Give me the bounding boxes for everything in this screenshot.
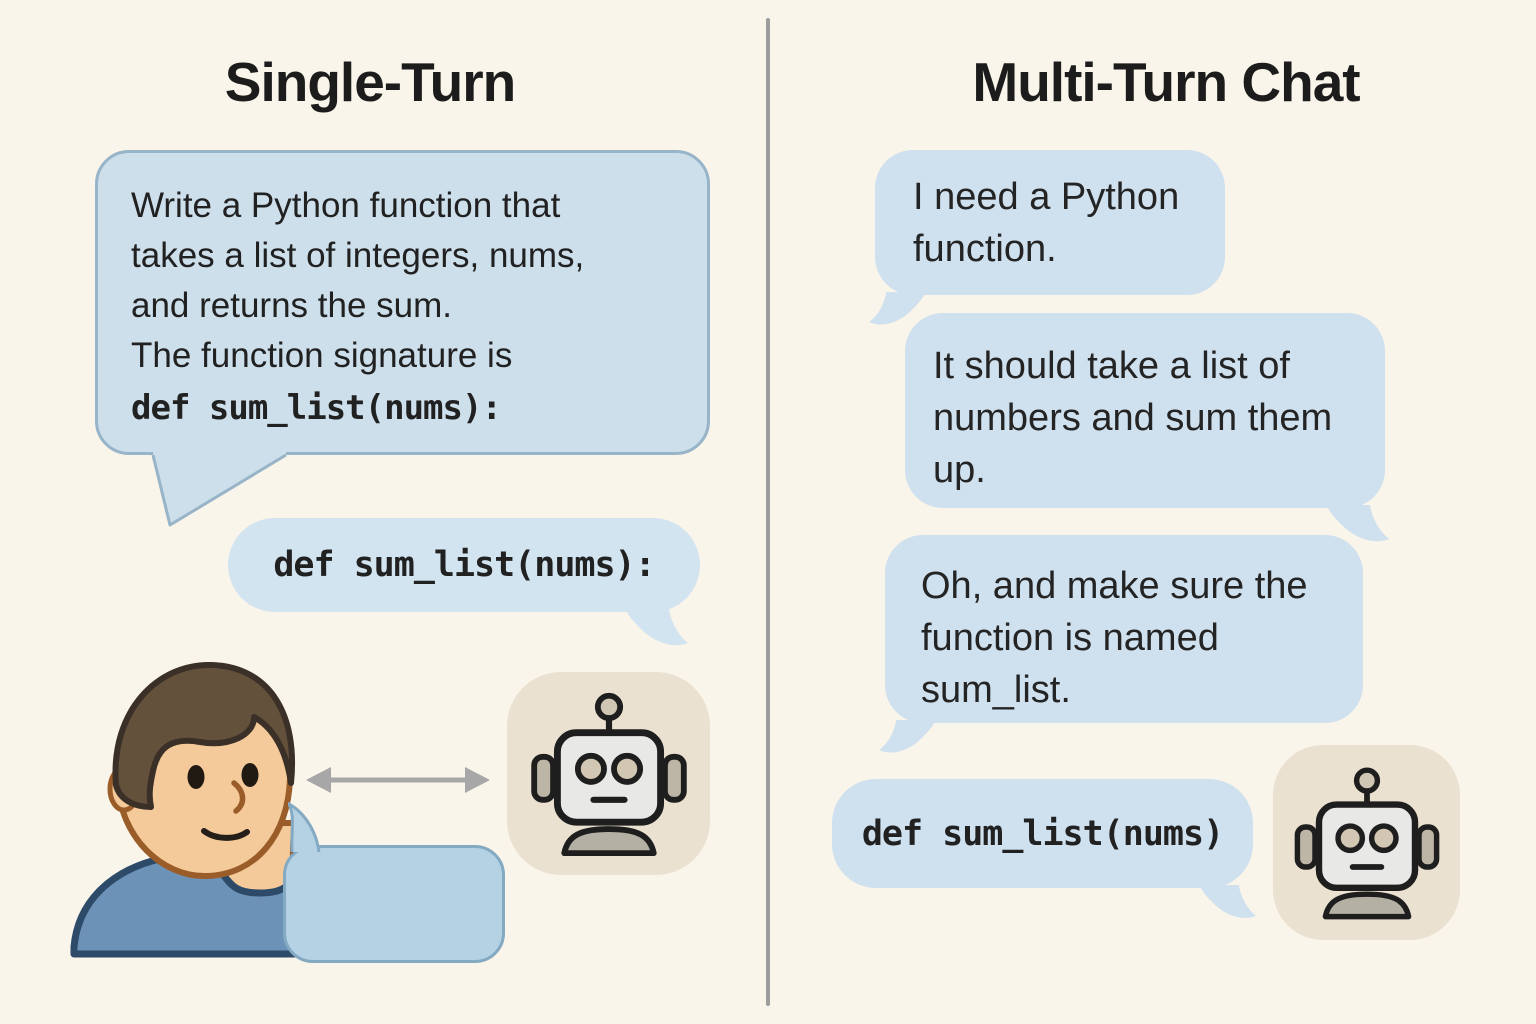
bubble-tail	[879, 720, 936, 753]
chat-line: up.	[933, 449, 986, 491]
chat-bubble-3: Oh, and make sure the function is named …	[879, 535, 1363, 753]
prompt-line: Write a Python function that	[131, 186, 561, 225]
prompt-line: The function signature is	[131, 336, 513, 375]
robot-icon	[1287, 763, 1447, 923]
bubble-tail	[1327, 505, 1389, 542]
robot-panel	[507, 672, 710, 875]
chat-bubble-2: It should take a list of numbers and sum…	[905, 313, 1389, 542]
chat-line: function is named	[921, 617, 1219, 659]
prompt-bubble: Write a Python function that takes a lis…	[95, 150, 710, 527]
chat-line: numbers and sum them	[933, 397, 1333, 439]
chat-line: function.	[913, 228, 1057, 270]
bubble-tail	[626, 609, 688, 646]
prompt-line: and returns the sum.	[131, 286, 452, 325]
bubble-tail	[1199, 885, 1257, 918]
chat-line: It should take a list of	[933, 345, 1290, 387]
response-bubble: def sum_list(nums):	[228, 518, 700, 646]
bubble-tail	[151, 449, 287, 527]
chat-line: I need a Python	[913, 176, 1180, 218]
left-panel-title: Single-Turn	[224, 51, 516, 113]
bubble-tail	[288, 802, 321, 852]
response-code: def sum_list(nums):	[273, 545, 655, 585]
robot-icon	[523, 688, 695, 860]
bubble-tail	[869, 292, 926, 325]
chat-bubble-code: def sum_list(nums)	[832, 779, 1257, 918]
chat-bubble-1: I need a Python function.	[869, 150, 1225, 325]
chat-code: def sum_list(nums)	[861, 813, 1224, 854]
prompt-line: takes a list of integers, nums,	[131, 236, 585, 275]
prompt-code-line: def sum_list(nums):	[131, 388, 502, 428]
robot-panel	[1273, 745, 1460, 940]
right-panel-title: Multi-Turn Chat	[972, 51, 1360, 113]
empty-speech-bubble	[283, 802, 505, 963]
double-arrow-icon	[306, 767, 490, 793]
chat-line: sum_list.	[921, 669, 1071, 711]
chat-line: Oh, and make sure the	[921, 565, 1308, 607]
person-icon	[70, 661, 468, 958]
panel-divider	[766, 18, 770, 1006]
